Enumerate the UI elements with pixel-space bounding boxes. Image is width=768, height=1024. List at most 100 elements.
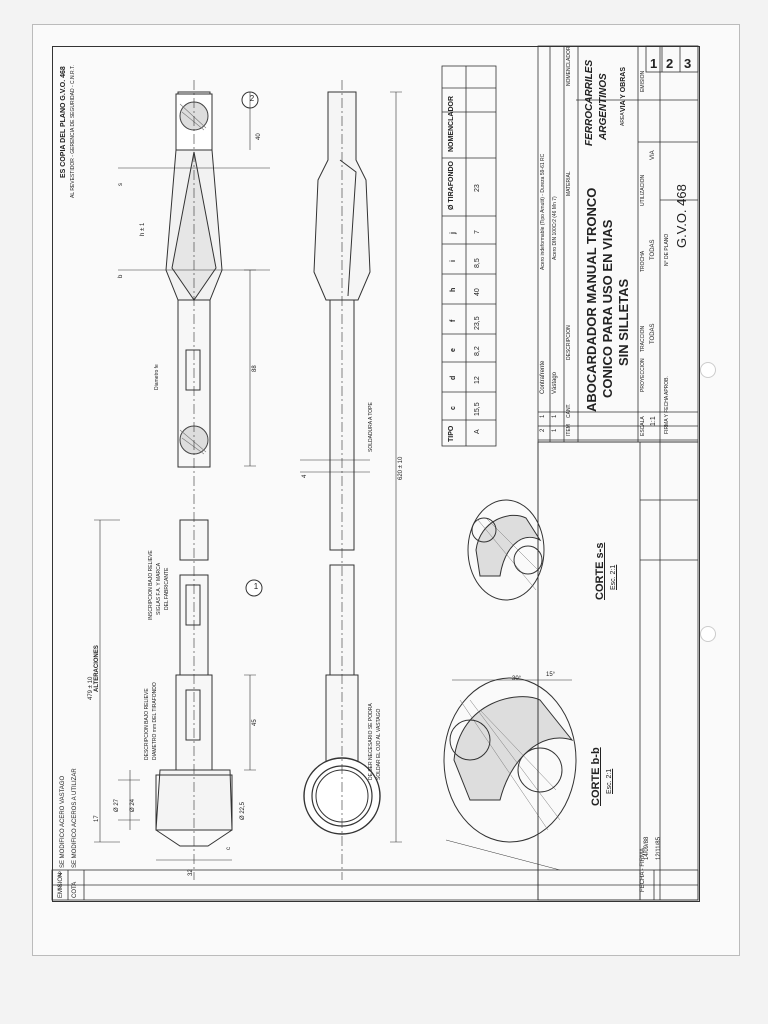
type-header-d: d bbox=[450, 375, 457, 380]
traccion-value: TODAS bbox=[650, 323, 656, 344]
type-cell: A bbox=[474, 429, 481, 434]
type-header-tipo: TIPO bbox=[448, 425, 455, 442]
alterations-title: ALTERACIONES bbox=[94, 645, 100, 692]
annotation-description: DIAMETRO mm DEL TIRAFONDO bbox=[152, 682, 158, 760]
section-bb bbox=[443, 677, 577, 871]
trocha-value: TODAS bbox=[650, 239, 656, 260]
traccion-label: TRACCION bbox=[640, 325, 646, 352]
type-table-grid bbox=[441, 65, 497, 447]
lower-tool-side-view bbox=[303, 80, 381, 880]
dim-88: 88 bbox=[252, 365, 258, 372]
type-cell: 23,5 bbox=[474, 316, 481, 330]
annotation-soldadura: SOLDADURA A TOPE bbox=[368, 402, 374, 452]
section-bb-scale: Esc. 2:1 bbox=[606, 768, 613, 794]
type-cell: 8,2 bbox=[474, 346, 481, 356]
type-header-tirafondo: Ø TIRAFONDO bbox=[448, 161, 455, 210]
parts-cell: 2 bbox=[540, 428, 546, 432]
annotation-diametro: Diametro fe bbox=[154, 364, 160, 390]
parts-cell: 1 bbox=[552, 414, 558, 418]
utilizacion-label: UTILIZACION bbox=[640, 174, 646, 206]
dim-b: b bbox=[118, 274, 124, 278]
parts-header-nomenclador: NOMENCLADOR bbox=[566, 46, 572, 86]
type-header-c: c bbox=[450, 406, 457, 410]
dim-4: 4 bbox=[302, 474, 308, 478]
trocha-label: TROCHA bbox=[640, 250, 646, 272]
plan-number: G.V.O. 468 bbox=[674, 184, 689, 248]
balloon-2: 2 bbox=[249, 94, 255, 103]
angle-label: 15° bbox=[546, 672, 556, 678]
parts-cell: Acero DIN 100Cr2 (46 Mn 7) bbox=[552, 196, 558, 260]
annotation-weld-note: DE SER NECESARIO SE PODRA bbox=[368, 703, 374, 780]
title-line-1: ABOCARDADOR MANUAL TRONCO bbox=[584, 187, 599, 412]
emission-3: 3 bbox=[684, 56, 692, 71]
dim-40: 40 bbox=[256, 133, 262, 140]
annotation-inscription: SIGLAS F.A. Y MARCA bbox=[156, 562, 162, 615]
dim-24: Ø 24 bbox=[130, 798, 136, 812]
parts-cell: Vástago bbox=[552, 371, 558, 394]
annotation-description: DESCRIPCION BAJO RELIEVE bbox=[144, 688, 150, 760]
parts-header-item: ITEM bbox=[566, 424, 572, 436]
type-header-f: f bbox=[450, 319, 457, 322]
emission-2: 2 bbox=[666, 56, 674, 71]
dim-22: Ø 22,5 bbox=[240, 801, 246, 820]
punch-hole bbox=[700, 362, 716, 378]
title-line-2: CONICO PARA USO EN VIAS bbox=[600, 219, 615, 398]
annotation-weld-note: SOLDAR EL OJO AL VASTAGO bbox=[376, 708, 382, 780]
dim-45: 45 bbox=[252, 719, 258, 726]
area-value: VIA Y OBRAS bbox=[620, 67, 627, 112]
annotation-inscription: DEL FABRICANTE bbox=[164, 567, 170, 610]
emission-label: EMISION bbox=[640, 70, 646, 92]
section-bb-title: CORTE b-b bbox=[590, 747, 602, 806]
type-cell: 15,5 bbox=[474, 402, 481, 416]
parts-header-desc: DESCRIPCION bbox=[566, 325, 572, 360]
plan-number-label: N° DE PLANO bbox=[664, 233, 670, 266]
dim-620: 620 ± 10 bbox=[398, 456, 404, 480]
dim-32: 32 bbox=[188, 869, 194, 876]
drawing-sheet bbox=[32, 24, 740, 956]
section-ss bbox=[467, 499, 545, 601]
balloon-1: 1 bbox=[253, 582, 259, 591]
dim-27: Ø 27 bbox=[114, 798, 120, 812]
alter-text: SE MODIFICO ACEROS A UTILIZAR bbox=[72, 768, 78, 868]
alterations-grid bbox=[51, 869, 699, 901]
parts-header-cant: CANT. bbox=[566, 403, 572, 418]
alter-header-cota: COTA bbox=[72, 881, 78, 898]
type-cell: 40 bbox=[474, 288, 481, 296]
parts-header-material: MATERIAL bbox=[566, 171, 572, 196]
alter-emission: 2 bbox=[58, 886, 62, 892]
dimension-lines bbox=[94, 91, 402, 861]
title-line-3: SIN SILLETAS bbox=[616, 278, 631, 366]
type-header-h: h bbox=[450, 287, 457, 292]
dim-17: 17 bbox=[94, 815, 100, 822]
area-label: AREA bbox=[620, 112, 626, 126]
section-ss-scale: Esc. 2:1 bbox=[610, 564, 617, 590]
alter-date: 12/11/85 bbox=[656, 837, 662, 860]
scale-value: 1:1 bbox=[650, 416, 657, 426]
company-logo: ARGENTINOS bbox=[598, 73, 609, 140]
type-cell: 8,5 bbox=[474, 258, 481, 268]
annotation-inscription: INSCRIPCION BAJO RELIEVE bbox=[148, 550, 154, 620]
alter-text: SE MODIFICO ACERO VASTAGO bbox=[60, 775, 66, 868]
type-cell: 23 bbox=[474, 184, 481, 192]
angle-label: 30° bbox=[512, 676, 522, 682]
section-ss-title: CORTE s-s bbox=[594, 542, 606, 600]
dim-c: c bbox=[226, 847, 232, 850]
projection-label: PROYECCION bbox=[640, 358, 646, 392]
type-cell: 7 bbox=[474, 230, 481, 234]
parts-cell: Acero indeformable (Tipo Amutit) - Durez… bbox=[540, 153, 546, 270]
drawing-frame bbox=[52, 46, 700, 902]
type-header-i: i bbox=[450, 260, 457, 262]
utilizacion-value: VIA bbox=[650, 150, 656, 160]
parts-cell: 1 bbox=[540, 414, 546, 418]
company-logo: FERROCARRILES bbox=[584, 59, 595, 146]
alter-emission: 3 bbox=[58, 872, 62, 878]
scale-label: ESCALA bbox=[640, 416, 646, 436]
type-header-e: e bbox=[450, 348, 457, 352]
parts-cell: 1 bbox=[552, 428, 558, 432]
type-header-j: j bbox=[450, 232, 457, 234]
dim-s: s bbox=[118, 183, 124, 186]
parts-cell: Contrafrente bbox=[540, 360, 546, 394]
type-header-nomenclador: NOMENCLADOR bbox=[448, 96, 455, 152]
emission-1: 1 bbox=[650, 56, 658, 71]
firma-label: FIRMA Y FECHA APROB. bbox=[664, 376, 670, 434]
